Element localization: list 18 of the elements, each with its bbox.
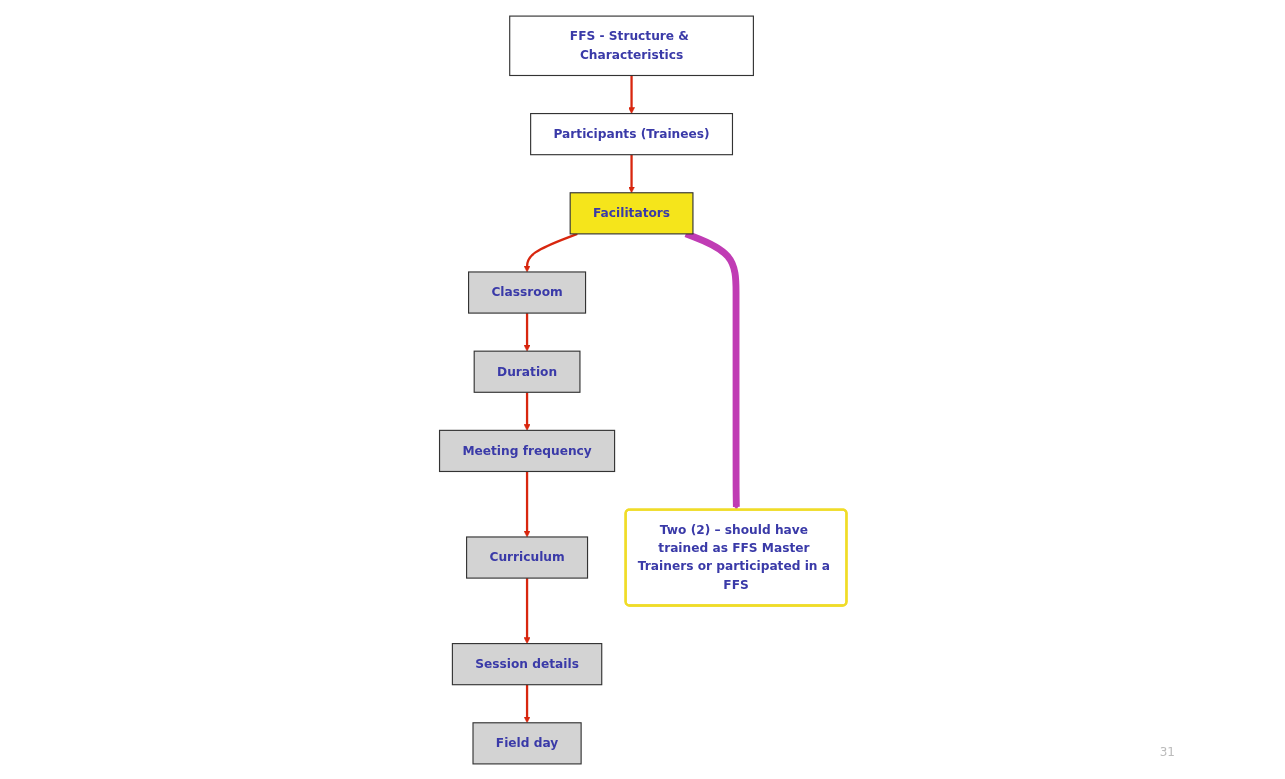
- node-box: FFS - Structure & Characteristics: [508, 15, 754, 76]
- arrow: [627, 154, 635, 193]
- arrow: [523, 684, 530, 723]
- arrow: [523, 312, 530, 351]
- arrow: [523, 471, 530, 537]
- arrow: [523, 577, 530, 644]
- page-number: 31: [1159, 745, 1175, 759]
- node-box: Meeting frequency: [438, 429, 615, 472]
- node-box: Session details: [451, 642, 602, 685]
- node-box: Curriculum: [465, 535, 588, 579]
- node-box: Field day: [471, 721, 582, 764]
- node-box: Facilitators: [569, 191, 693, 234]
- arrow: [523, 391, 530, 431]
- node-box: Participants (Trainees): [529, 112, 733, 155]
- node-box: Duration: [473, 350, 581, 393]
- arrow: [627, 75, 635, 114]
- arrow: [523, 232, 578, 272]
- node-box: Classroom: [467, 270, 586, 314]
